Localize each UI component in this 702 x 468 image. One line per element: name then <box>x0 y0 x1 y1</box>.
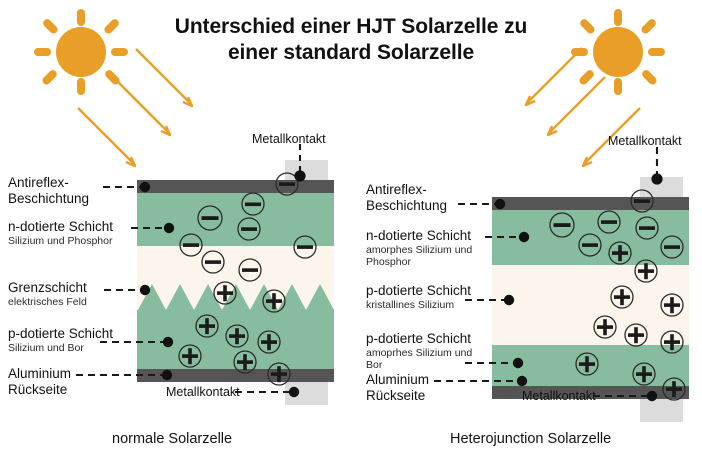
caption-standard-cell: normale Solarzelle <box>112 431 233 447</box>
label-antireflex-coating-right: Antireflex- Beschichtung <box>366 182 461 213</box>
label-main-2: Beschichtung <box>8 190 90 206</box>
page-title-line-1: Unterschied einer HJT Solarzelle zu <box>174 15 528 38</box>
label-n-doped-right: n-dotierte Schicht amorphes Silizium und… <box>366 228 486 268</box>
label-p-doped-crystalline-right: p-dotierte Schicht kristallines Silizium <box>366 283 471 311</box>
label-main: n-dotierte Schicht <box>8 219 114 234</box>
layer-aluminium-back <box>137 369 334 382</box>
plus-charge-icon-group <box>178 172 299 386</box>
label-sub: Silizium und Bor <box>8 341 84 354</box>
label-main: p-dotierte Schicht <box>366 331 472 346</box>
label-antireflex-coating-left: Antireflex- Beschichtung <box>8 175 103 206</box>
sun-icon-left-group <box>8 2 198 172</box>
label-aluminium-right: Aluminium Rückseite <box>366 372 456 403</box>
label-sub: Silizium und Phosphor <box>8 234 113 247</box>
label-main: Grenzschicht <box>8 280 87 295</box>
caption-heterojunction-cell: Heterojunction Solarzelle <box>450 431 612 447</box>
solar-cell-standard <box>137 160 334 405</box>
label-main: n-dotierte Schicht <box>366 228 472 243</box>
label-sub: elektrisches Feld <box>8 295 87 308</box>
label-main-2: Beschichtung <box>366 197 448 213</box>
layer-p-doped-crystalline <box>492 265 689 345</box>
label-main: Aluminium <box>8 366 72 381</box>
metal-contact-pad-top <box>285 160 328 181</box>
solar-cell-heterojunction <box>492 177 689 422</box>
sun-icon-right-group <box>520 0 702 175</box>
sun-icon <box>524 9 665 168</box>
label-main: Antireflex- <box>8 175 69 190</box>
sun-icon <box>34 9 194 168</box>
layer-n-doped-amorphous <box>492 210 689 265</box>
label-aluminium-left: Aluminium Rückseite <box>8 366 98 397</box>
label-main-2: Rückseite <box>8 381 68 397</box>
label-metal-contact-top-left: Metallkontakt <box>252 132 326 146</box>
label-n-doped-left: n-dotierte Schicht Silizium und Phosphor <box>8 219 113 247</box>
page-title: Unterschied einer HJT Solarzelle zu eine… <box>151 14 551 65</box>
minus-charge-icon-group <box>179 192 317 282</box>
label-metal-contact-bottom-left: Metallkontakt <box>166 385 240 399</box>
label-sub: amoprhes Silizium und Bor <box>366 346 473 371</box>
label-main: p-dotierte Schicht <box>8 326 114 341</box>
label-metal-contact-bottom-right: Metallkontakt <box>522 389 596 403</box>
label-sub: amorphes Silizium und Phosphor <box>366 243 473 268</box>
label-main-2: Rückseite <box>366 387 426 403</box>
page-title-line-2: einer standard Solarzelle <box>227 40 475 64</box>
label-p-doped-left: p-dotierte Schicht Silizium und Bor <box>8 326 113 354</box>
label-main: Aluminium <box>366 372 430 387</box>
layer-antireflex-coating <box>137 180 334 193</box>
metal-contact-pad-top <box>640 177 683 198</box>
arrow-down-left-icon <box>524 47 641 168</box>
plus-charge-icon-group <box>575 241 686 401</box>
minus-charge-icon-group <box>549 189 684 259</box>
label-main: p-dotierte Schicht <box>366 283 472 298</box>
label-junction-left: Grenzschicht elektrisches Feld <box>8 280 87 308</box>
metal-contact-pad-bottom <box>640 399 683 422</box>
arrow-down-right-icon <box>77 48 194 168</box>
label-sub: kristallines Silizium <box>366 298 455 311</box>
metal-contact-pad-bottom <box>285 382 328 405</box>
label-p-doped-amorphous-right: p-dotierte Schicht amoprhes Silizium und… <box>366 331 484 371</box>
label-metal-contact-top-right: Metallkontakt <box>608 134 682 148</box>
layer-antireflex-coating <box>492 197 689 210</box>
label-main: Antireflex- <box>366 182 427 197</box>
